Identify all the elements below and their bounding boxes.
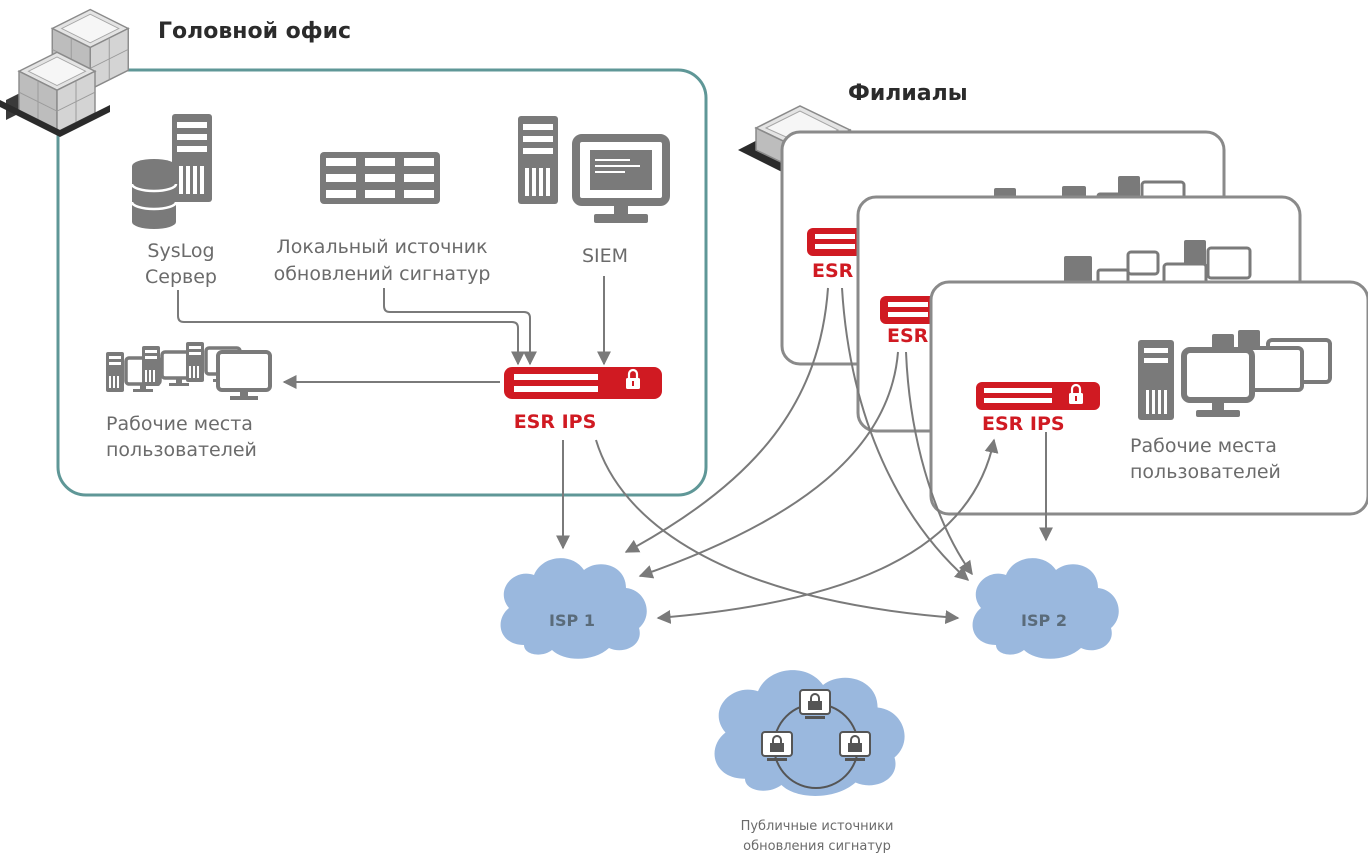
- esr-branch-1-device: [807, 228, 865, 256]
- workstations-icon-head: [104, 340, 272, 400]
- head-office-title: Головной офис: [158, 19, 351, 44]
- branches-zone: Филиалы ESR: [738, 81, 1368, 516]
- esr-branch-2-device: [880, 296, 938, 324]
- lock-terminal-icon: [799, 689, 831, 719]
- workstations-branch-line2: пользователей: [1130, 461, 1281, 483]
- update-source-line1: Локальный источник: [276, 236, 487, 258]
- esr-branch-1-label: ESR: [812, 260, 854, 282]
- siem-label: SIEM: [582, 245, 628, 267]
- isp2-label: ISP 2: [1021, 611, 1067, 630]
- isp1-cloud: ISP 1: [500, 558, 647, 659]
- esr-ips-branch-device: [976, 382, 1100, 410]
- public-sources-line2: обновления сигнатур: [743, 839, 891, 854]
- workstations-head-line1: Рабочие места: [106, 413, 253, 435]
- head-office-building-icon: [0, 8, 129, 137]
- branches-title: Филиалы: [848, 81, 968, 106]
- update-source-line2: обновлений сигнатур: [274, 263, 491, 285]
- workstations-icon-branch: [1138, 330, 1332, 420]
- update-server-icon: [320, 152, 440, 204]
- head-office-zone: Головной офис SysLog Сервер Локальный ис…: [0, 8, 708, 497]
- esr-branch-2-label: ESR: [887, 325, 929, 347]
- syslog-label-line2: Сервер: [145, 266, 217, 288]
- head-office-border: [56, 68, 708, 497]
- head-office-links: [177, 276, 611, 389]
- esr-ips-head-device: [504, 367, 662, 399]
- public-sources-cloud: [714, 670, 905, 796]
- wan-links: [556, 287, 1053, 625]
- lock-terminal-icon: [839, 731, 871, 761]
- branch-2-devices: [1064, 240, 1252, 286]
- esr-ips-head-label: ESR IPS: [514, 411, 597, 433]
- syslog-server-icon: [130, 114, 212, 229]
- workstations-branch-line1: Рабочие места: [1130, 435, 1277, 457]
- syslog-label-line1: SysLog: [147, 240, 214, 262]
- siem-icon: [518, 116, 670, 223]
- public-sources-line1: Публичные источники: [741, 819, 894, 834]
- workstations-head-line2: пользователей: [106, 439, 257, 461]
- isp2-cloud: ISP 2: [972, 558, 1119, 659]
- lock-terminal-icon: [761, 731, 793, 761]
- esr-ips-branch-label: ESR IPS: [982, 413, 1065, 435]
- isp1-label: ISP 1: [549, 611, 595, 630]
